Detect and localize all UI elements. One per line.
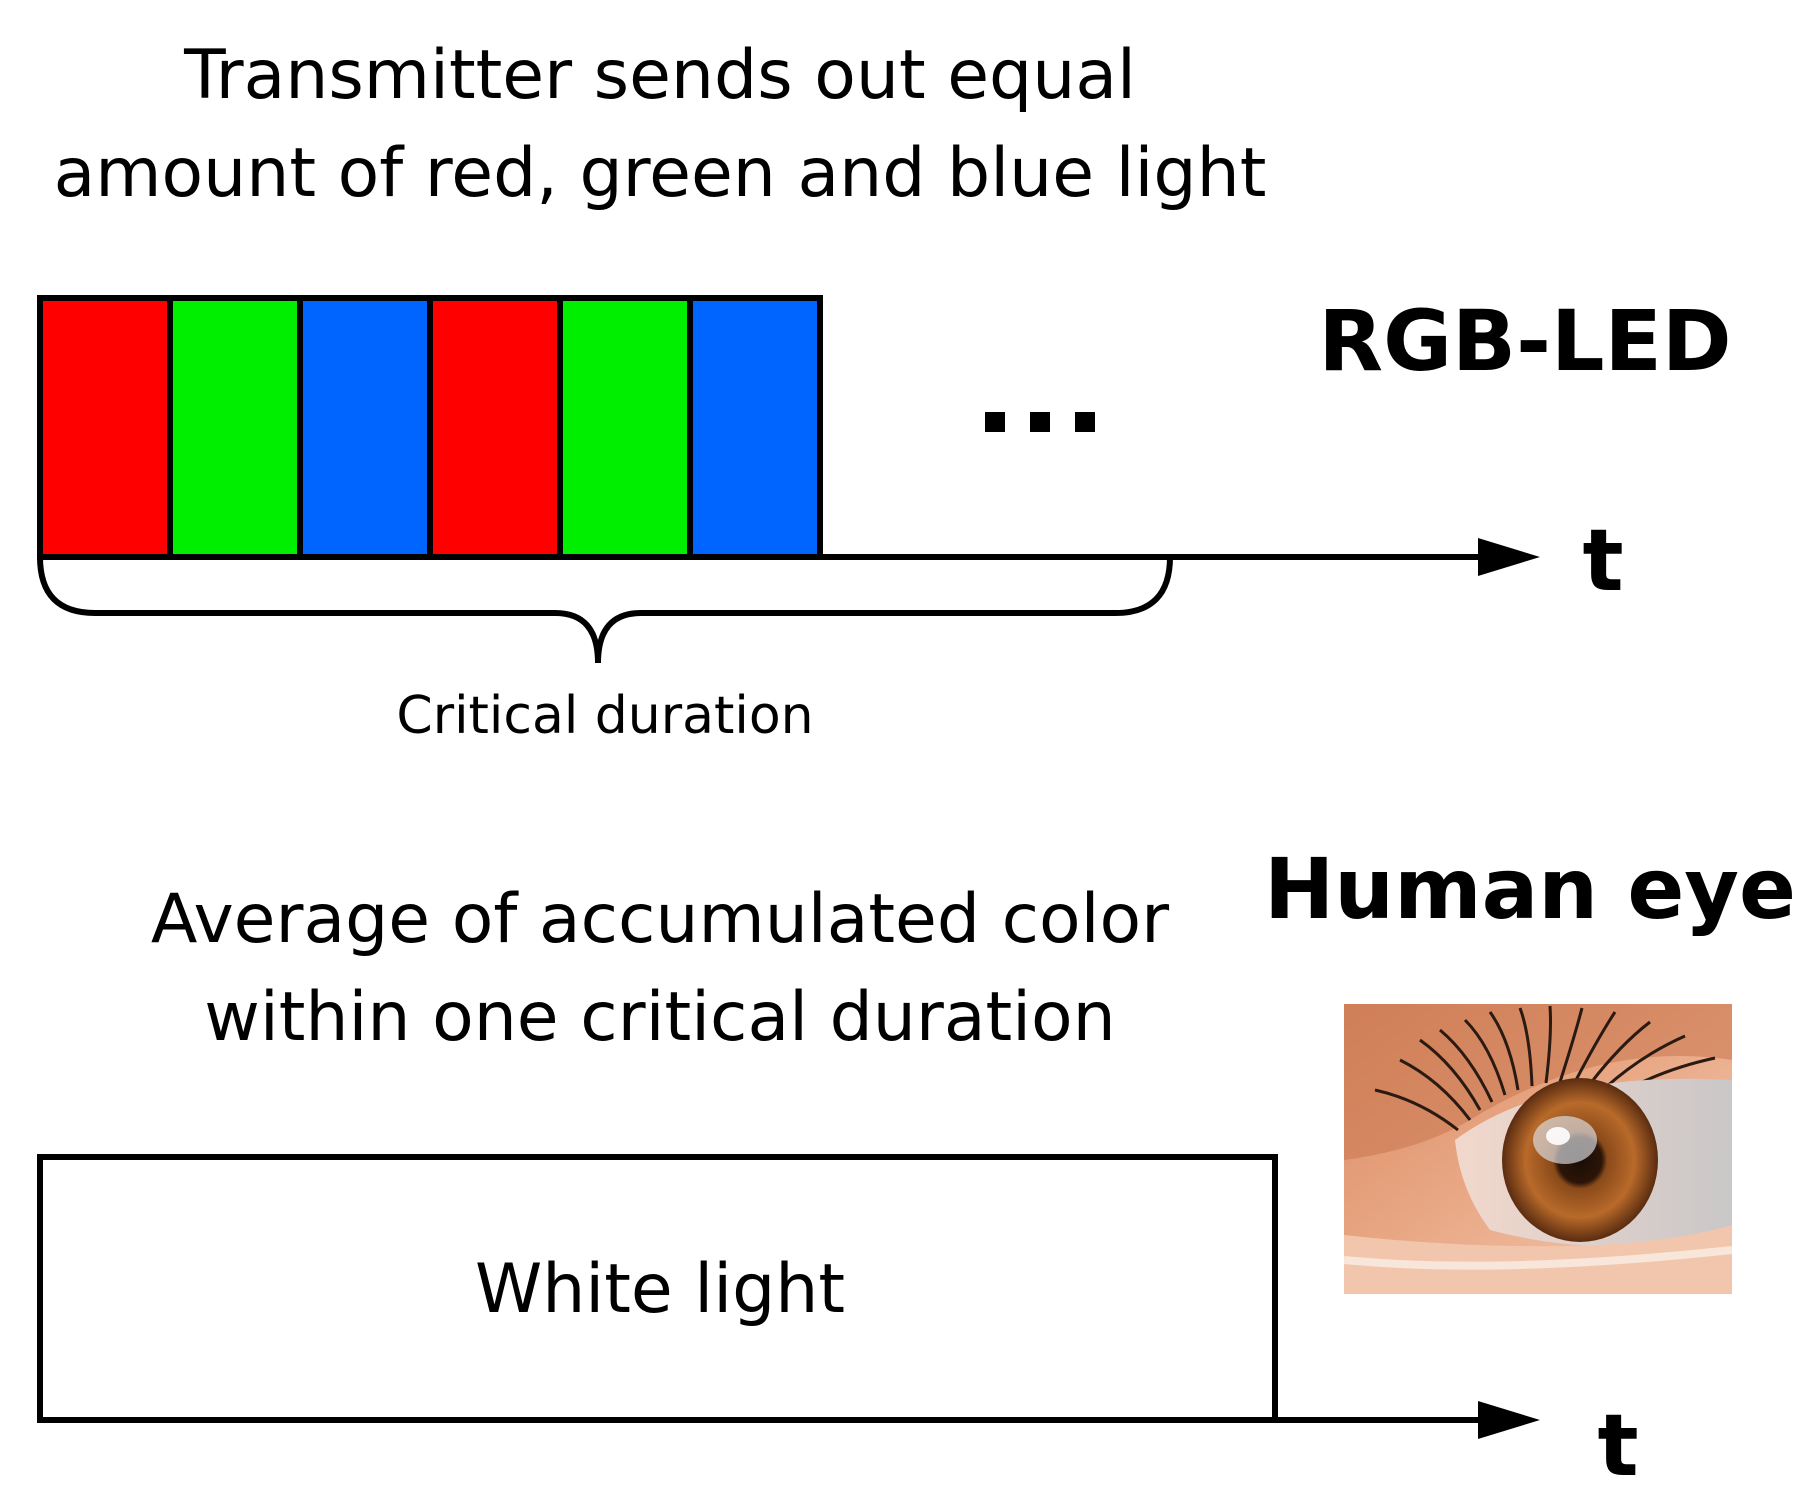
- ellipsis-text: ...: [0, 0, 2, 1]
- ellipsis-dot: [985, 412, 1005, 432]
- human-eye-photo: [1344, 1004, 1732, 1294]
- top-caption-line1: Transmitter sends out equal: [183, 36, 1136, 115]
- white-light-label: White light: [475, 1250, 845, 1329]
- color-sequence: [37, 295, 823, 560]
- bottom-axis-label: t: [1597, 1396, 1638, 1496]
- blue-block: [297, 295, 433, 560]
- top-axis-arrowhead: [1478, 538, 1540, 576]
- white-light-box: [37, 1154, 1278, 1423]
- red-block: [37, 295, 173, 560]
- green-block: [167, 295, 303, 560]
- ellipsis: ...: [0, 0, 1095, 432]
- rgb-led-label: RGB-LED: [1318, 292, 1731, 390]
- human-eye-label: Human eye: [1264, 840, 1796, 938]
- bottom-axis-arrowhead: [1478, 1401, 1540, 1439]
- critical-duration-brace: [37, 556, 1173, 664]
- red-block: [427, 295, 563, 560]
- ellipsis-dot: [1075, 412, 1095, 432]
- green-block: [557, 295, 693, 560]
- ellipsis-dot: [1030, 412, 1050, 432]
- top-caption-line2: amount of red, green and blue light: [54, 134, 1267, 213]
- bottom-caption-line1: Average of accumulated color: [151, 880, 1169, 959]
- critical-duration-label: Critical duration: [396, 686, 813, 746]
- eyelashes: [1374, 1005, 1716, 1132]
- top-axis-label: t: [1582, 511, 1623, 611]
- bottom-caption-line2: within one critical duration: [204, 978, 1116, 1057]
- blue-block: [687, 295, 823, 560]
